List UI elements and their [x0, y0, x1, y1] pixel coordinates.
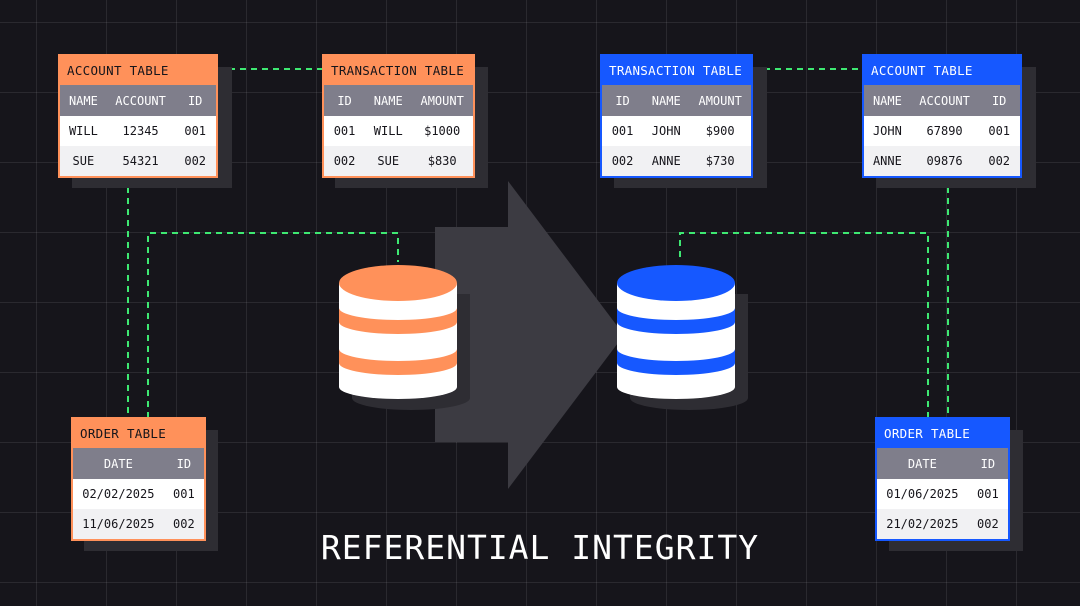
- column-header: DATE: [907, 456, 937, 471]
- table-cell: 002: [977, 517, 999, 531]
- table-cell: 01/06/2025: [886, 487, 959, 501]
- table-cell: $1000: [424, 124, 461, 138]
- column-header: ID: [991, 93, 1007, 108]
- table-row: 001 JOHN $900: [602, 116, 751, 146]
- column-header: NAME: [373, 93, 403, 108]
- table-cell: $730: [705, 154, 735, 168]
- table-row: 11/06/2025 002: [73, 509, 204, 539]
- source-database-icon: [339, 265, 470, 410]
- table-header-row: DATE ID: [877, 448, 1008, 479]
- table-cell: WILL: [68, 124, 98, 138]
- column-header: NAME: [651, 93, 681, 108]
- table-header-row: NAME ACCOUNT ID: [864, 85, 1020, 116]
- table-cell: JOHN: [651, 124, 681, 138]
- source-transaction-table: TRANSACTION TABLE ID NAME AMOUNT 001 WIL…: [322, 54, 475, 178]
- table-title: ACCOUNT TABLE: [60, 56, 216, 85]
- diagram-title: REFERENTIAL INTEGRITY: [320, 528, 760, 567]
- table-cell: JOHN: [872, 124, 902, 138]
- table-cell: 001: [173, 487, 195, 501]
- column-header: ID: [176, 456, 192, 471]
- table-cell: 001: [977, 487, 999, 501]
- target-database-icon: [617, 265, 748, 410]
- table-row: 002 ANNE $730: [602, 146, 751, 176]
- table-cell: 02/02/2025: [82, 487, 155, 501]
- table-title: TRANSACTION TABLE: [324, 56, 473, 85]
- column-header: NAME: [68, 93, 98, 108]
- column-header: DATE: [103, 456, 133, 471]
- target-order-table: ORDER TABLE DATE ID 01/06/2025 001 21/02…: [875, 417, 1010, 541]
- table-title: ACCOUNT TABLE: [864, 56, 1020, 85]
- table-cell: 002: [333, 154, 356, 168]
- table-cell: WILL: [373, 124, 403, 138]
- table-cell: 001: [611, 124, 634, 138]
- table-title: ORDER TABLE: [73, 419, 204, 448]
- table-cell: 001: [333, 124, 356, 138]
- table-title: TRANSACTION TABLE: [602, 56, 751, 85]
- table-header-row: ID NAME AMOUNT: [324, 85, 473, 116]
- table-cell: $900: [705, 124, 735, 138]
- table-cell: 001: [184, 124, 207, 138]
- table-header-row: NAME ACCOUNT ID: [60, 85, 216, 116]
- column-header: AMOUNT: [698, 93, 742, 108]
- table-cell: ANNE: [872, 154, 902, 168]
- table-cell: SUE: [72, 154, 95, 168]
- table-cell: 11/06/2025: [82, 517, 155, 531]
- table-row: JOHN 67890 001: [864, 116, 1020, 146]
- table-cell: 21/02/2025: [886, 517, 959, 531]
- table-cell: 002: [611, 154, 634, 168]
- table-cell: SUE: [377, 154, 400, 168]
- table-row: WILL 12345 001: [60, 116, 216, 146]
- table-cell: 67890: [926, 124, 963, 138]
- table-row: 002 SUE $830: [324, 146, 473, 176]
- table-header-row: ID NAME AMOUNT: [602, 85, 751, 116]
- table-cell: $830: [427, 154, 457, 168]
- table-cell: 09876: [926, 154, 963, 168]
- column-header: ACCOUNT: [115, 93, 166, 108]
- table-title: ORDER TABLE: [877, 419, 1008, 448]
- migration-arrow: [435, 181, 624, 489]
- table-row: 21/02/2025 002: [877, 509, 1008, 539]
- column-header: ID: [980, 456, 996, 471]
- table-row: 001 WILL $1000: [324, 116, 473, 146]
- link-order-database-source: [147, 232, 399, 418]
- table-cell: 001: [988, 124, 1011, 138]
- column-header: ACCOUNT: [919, 93, 970, 108]
- target-account-table: ACCOUNT TABLE NAME ACCOUNT ID JOHN 67890…: [862, 54, 1022, 178]
- column-header: ID: [615, 93, 630, 108]
- table-cell: 002: [173, 517, 195, 531]
- column-header: NAME: [872, 93, 902, 108]
- table-cell: 12345: [122, 124, 159, 138]
- table-row: ANNE 09876 002: [864, 146, 1020, 176]
- table-cell: 54321: [122, 154, 159, 168]
- column-header: ID: [337, 93, 352, 108]
- column-header: AMOUNT: [420, 93, 464, 108]
- link-order-database-target: [679, 232, 929, 418]
- column-header: ID: [187, 93, 203, 108]
- table-row: SUE 54321 002: [60, 146, 216, 176]
- table-cell: 002: [184, 154, 207, 168]
- source-order-table: ORDER TABLE DATE ID 02/02/2025 001 11/06…: [71, 417, 206, 541]
- table-cell: ANNE: [651, 154, 681, 168]
- target-transaction-table: TRANSACTION TABLE ID NAME AMOUNT 001 JOH…: [600, 54, 753, 178]
- table-header-row: DATE ID: [73, 448, 204, 479]
- table-row: 01/06/2025 001: [877, 479, 1008, 509]
- table-cell: 002: [988, 154, 1011, 168]
- table-row: 02/02/2025 001: [73, 479, 204, 509]
- source-account-table: ACCOUNT TABLE NAME ACCOUNT ID WILL 12345…: [58, 54, 218, 178]
